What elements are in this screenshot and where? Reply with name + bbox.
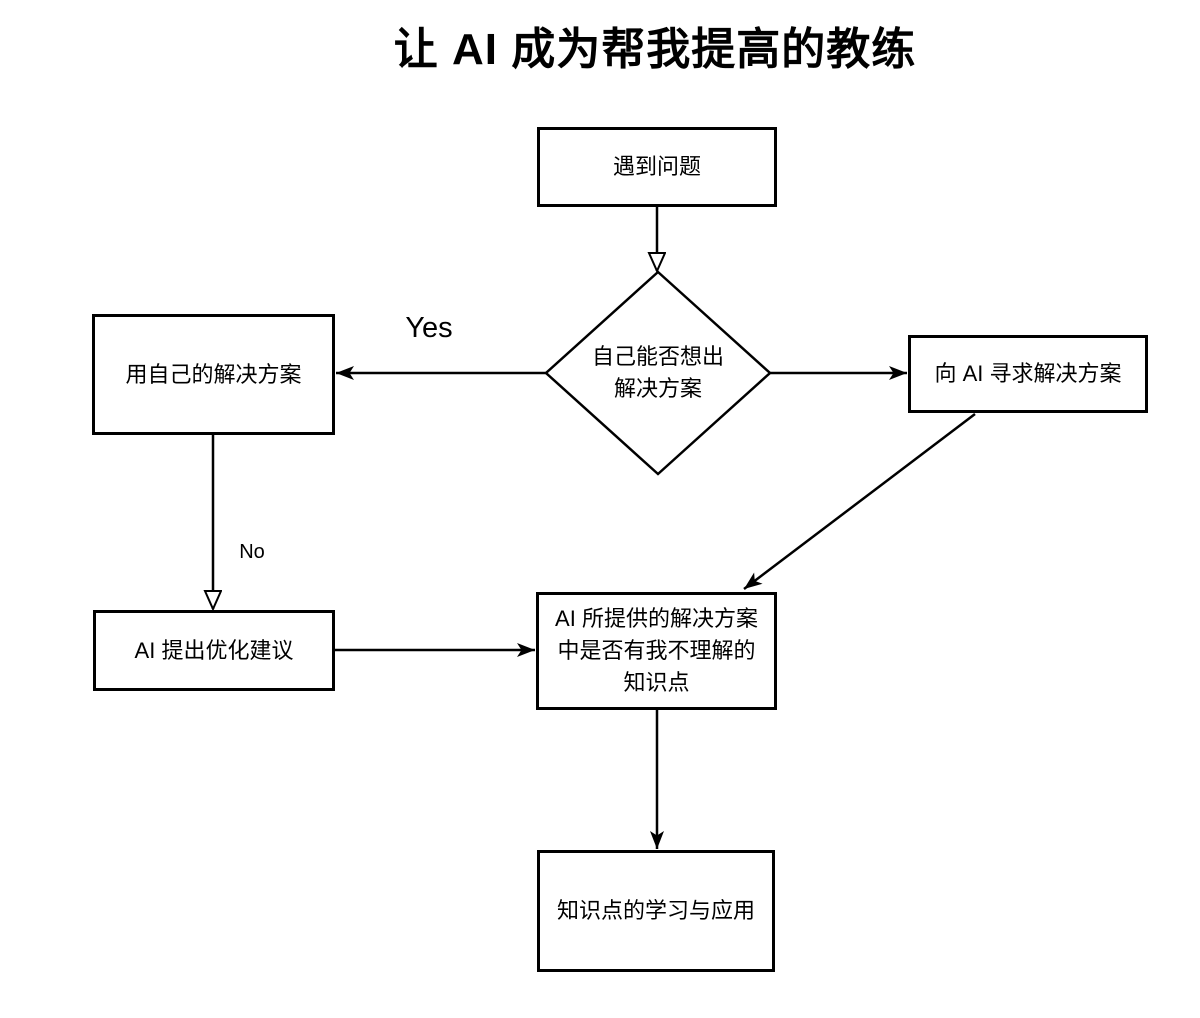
node-ask-ai-solution: 向 AI 寻求解决方案 xyxy=(908,335,1148,413)
node-ai-optimization-advice-label: AI 提出优化建议 xyxy=(134,637,294,663)
node-ai-optimization-advice: AI 提出优化建议 xyxy=(93,610,335,691)
edge-ask-ai-to-check-knowledge-arrow xyxy=(743,413,976,590)
edge-label-no: No xyxy=(239,541,265,563)
diagram-title: 让 AI 成为帮我提高的教练 xyxy=(393,25,917,74)
node-check-unknown-knowledge-label: AI 所提供的解决方案 中是否有我不理解的 知识点 xyxy=(555,606,758,695)
node-check-unknown-knowledge: AI 所提供的解决方案 中是否有我不理解的 知识点 xyxy=(536,592,777,710)
node-encounter-problem: 遇到问题 xyxy=(537,127,777,207)
node-decision-can-solve-label: 自己能否想出 解决方案 xyxy=(591,344,724,401)
node-encounter-problem-label: 遇到问题 xyxy=(612,154,701,180)
node-use-own-solution-label: 用自己的解决方案 xyxy=(125,361,302,387)
node-use-own-solution: 用自己的解决方案 xyxy=(92,314,335,435)
node-learn-apply-knowledge-label: 知识点的学习与应用 xyxy=(556,898,755,924)
edge-label-yes: Yes xyxy=(405,312,453,344)
decision-diamond-shape xyxy=(544,270,772,476)
node-ask-ai-solution-label: 向 AI 寻求解决方案 xyxy=(934,361,1122,387)
node-learn-apply-knowledge: 知识点的学习与应用 xyxy=(537,850,775,972)
